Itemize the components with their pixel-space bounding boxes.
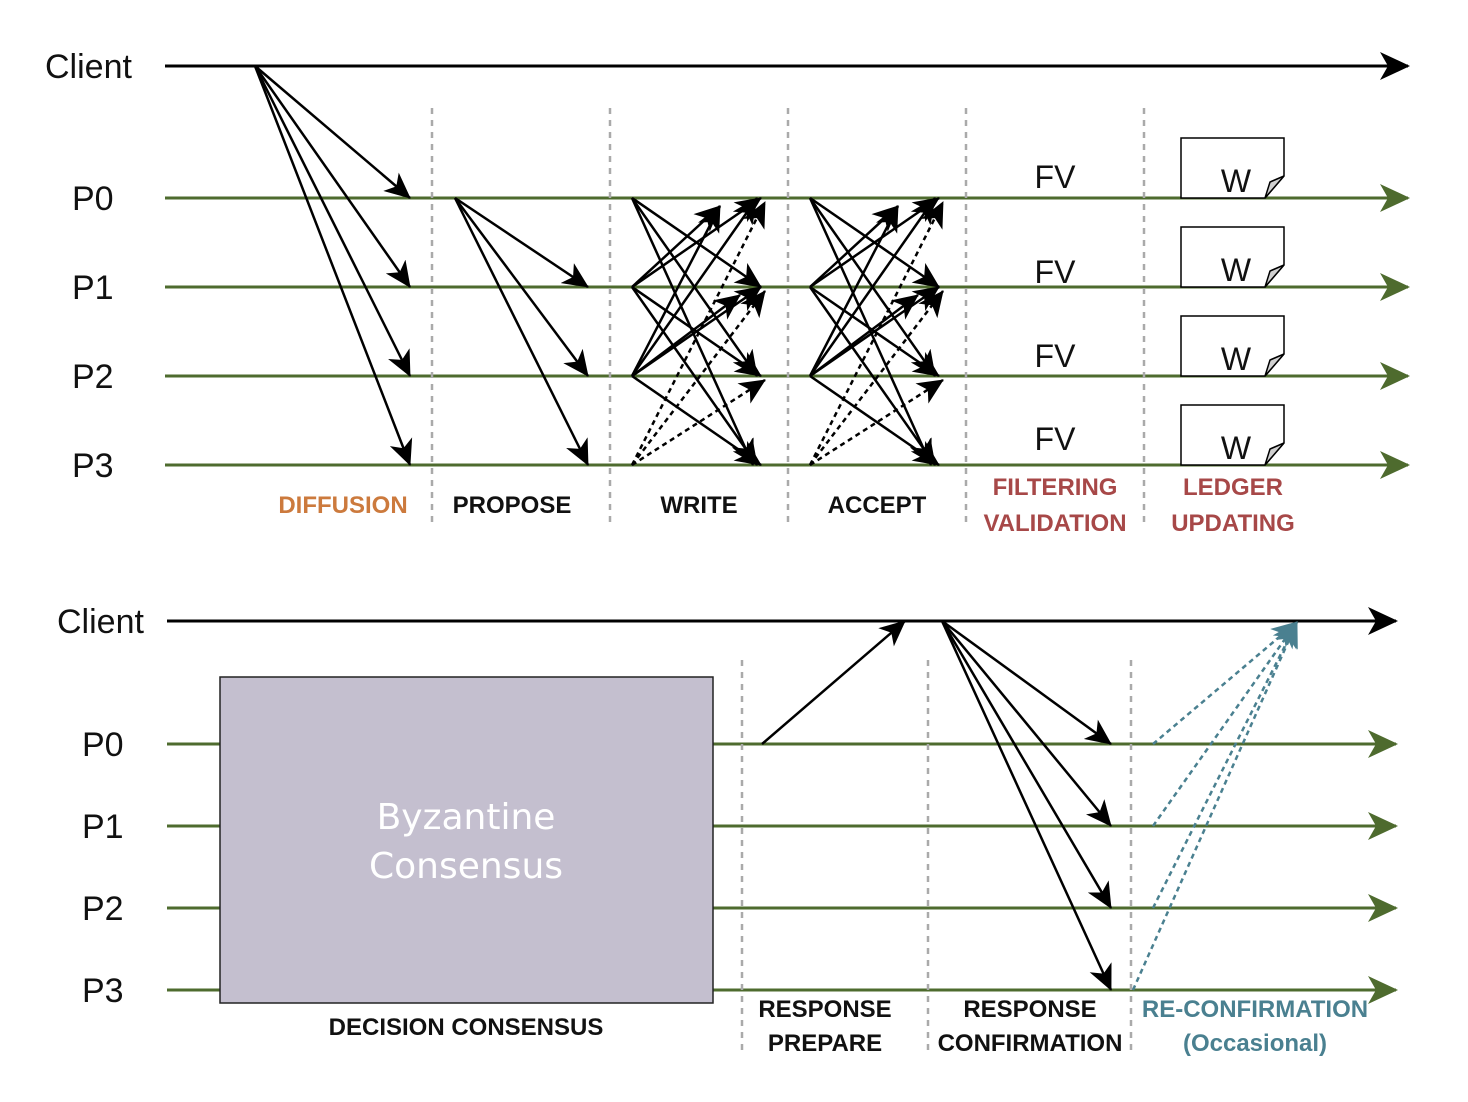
confirm-arrow-p0 [941, 619, 1112, 746]
confirm-arrow-p1 [941, 620, 1112, 827]
document-icon: W [1180, 226, 1285, 288]
phase-write: WRITE [660, 492, 737, 519]
write-arrows [630, 196, 767, 467]
document-icon: W [1180, 404, 1285, 466]
propose-arrow-p2 [453, 197, 590, 377]
propose-arrow-p1 [454, 196, 589, 289]
response-prepare-arrow [761, 620, 906, 745]
document-icon: W [1180, 137, 1285, 199]
dotted-arrow [631, 290, 766, 466]
phase-reconfirmation-1: RE-CONFIRMATION [1142, 996, 1368, 1023]
reconfirm-arrow-p0 [1152, 621, 1298, 745]
ledger-documents: W W W W [1180, 137, 1285, 466]
phase-response-confirmation-2: CONFIRMATION [938, 1030, 1123, 1057]
reconfirm-arrow-p1 [1151, 621, 1299, 827]
accept-arrows [808, 196, 945, 467]
w-label: W [1221, 163, 1252, 199]
dotted-arrow [630, 201, 767, 466]
solid-arrow [631, 294, 741, 377]
fv-label: FV [1035, 159, 1077, 195]
diffusion-arrows [253, 65, 413, 466]
diffusion-arrow-p3 [253, 65, 413, 466]
bottom-process-label: P2 [82, 890, 124, 928]
top-phase-labels: DIFFUSION PROPOSE WRITE ACCEPT FILTERING… [278, 474, 1294, 537]
propose-arrow-p3 [453, 197, 590, 466]
fv-label: FV [1035, 421, 1077, 457]
bottom-phase-separators [740, 660, 1133, 1050]
phase-filtering: FILTERING [993, 474, 1118, 501]
solid-arrow [631, 374, 762, 467]
solid-arrow [808, 197, 937, 377]
bottom-process-label: P0 [82, 726, 124, 764]
byzantine-consensus-box [219, 676, 714, 1004]
reconfirmation-arrows [1131, 621, 1299, 991]
confirm-arrow-p2 [940, 620, 1113, 909]
solid-arrow [630, 205, 722, 377]
dotted-arrow [808, 201, 945, 466]
bottom-process-label: P1 [82, 808, 124, 846]
fv-label: FV [1035, 338, 1077, 374]
dotted-arrow [809, 290, 944, 466]
top-phase-separators [430, 108, 1146, 528]
bottom-client-label: Client [57, 603, 144, 641]
fv-label: FV [1035, 254, 1077, 290]
phase-response-confirmation-1: RESPONSE [963, 996, 1096, 1023]
phase-reconfirmation-2: (Occasional) [1183, 1030, 1327, 1057]
box-label-line2: Consensus [369, 846, 563, 887]
document-icon: W [1180, 315, 1285, 377]
top-process-label: P0 [72, 180, 114, 218]
phase-response-prepare-2: PREPARE [768, 1030, 882, 1057]
diffusion-arrow-p1 [253, 65, 412, 288]
solid-arrow [809, 294, 919, 377]
phase-diffusion: DIFFUSION [278, 492, 407, 519]
response-confirmation-arrows [940, 619, 1113, 991]
solid-arrow [630, 286, 759, 466]
solid-arrow [630, 197, 759, 377]
box-label-line1: Byzantine [377, 797, 556, 838]
solid-arrow [808, 286, 937, 466]
fv-labels: FV FV FV FV [1035, 159, 1077, 457]
w-label: W [1221, 341, 1252, 377]
reconfirm-arrow-p3 [1131, 621, 1299, 991]
bottom-process-label: P3 [82, 972, 124, 1010]
phase-propose: PROPOSE [453, 492, 572, 519]
phase-updating: UPDATING [1171, 510, 1295, 537]
phase-ledger: LEDGER [1183, 474, 1283, 501]
phase-validation: VALIDATION [983, 510, 1126, 537]
phase-decision-consensus: DECISION CONSENSUS [329, 1014, 604, 1041]
bottom-phase-labels: DECISION CONSENSUS RESPONSE PREPARE RESP… [329, 996, 1368, 1057]
propose-arrows [453, 196, 590, 466]
reconfirm-arrow-p2 [1151, 621, 1299, 909]
phase-accept: ACCEPT [828, 492, 927, 519]
diffusion-arrow-p2 [253, 65, 412, 377]
top-client-label: Client [45, 48, 132, 86]
phase-response-prepare-1: RESPONSE [758, 996, 891, 1023]
solid-arrow [809, 374, 940, 467]
top-process-label: P3 [72, 447, 114, 485]
w-label: W [1221, 430, 1252, 466]
w-label: W [1221, 252, 1252, 288]
solid-arrow [808, 205, 900, 377]
top-process-label: P2 [72, 358, 114, 396]
diffusion-arrow-p0 [254, 65, 411, 199]
confirm-arrow-p3 [940, 620, 1113, 991]
top-process-label: P1 [72, 269, 114, 307]
